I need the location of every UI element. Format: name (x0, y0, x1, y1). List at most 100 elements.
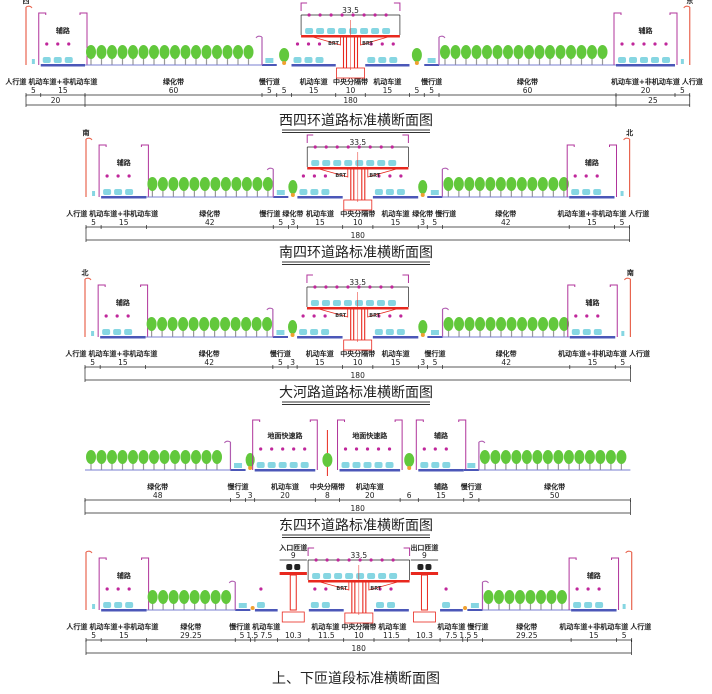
pedestrian-icon (365, 447, 370, 451)
flower-icon (282, 61, 287, 65)
lamp-head-icon (85, 550, 93, 554)
car-icon (651, 57, 659, 63)
pedestrian-icon (379, 145, 383, 149)
segment-label: 慢行道 (229, 622, 250, 631)
tree-icon (191, 45, 201, 59)
bike-icon (467, 463, 476, 468)
pedestrian-icon (380, 558, 384, 562)
tree-trunk (225, 602, 227, 610)
tree-icon (538, 317, 549, 331)
tree-trunk (237, 57, 239, 65)
pedestrian-icon (343, 447, 348, 451)
pedestrian-icon (301, 314, 305, 318)
bike-lane-surface (463, 469, 479, 471)
tree-icon (527, 317, 538, 331)
tree-icon (553, 450, 564, 464)
tree-icon (241, 317, 252, 331)
tree-trunk (475, 57, 478, 65)
tree-icon (159, 45, 170, 59)
car-icon (595, 602, 604, 608)
car-icon (299, 189, 308, 195)
tree-icon (138, 45, 149, 59)
segment-width: 15 (118, 358, 128, 367)
road-surface (569, 196, 615, 199)
car-icon (323, 573, 332, 579)
cross-section-2: 南人行道5辅路机动车道+非机动车道15绿化带42慢行道5绿化带3机动车道15中央… (66, 128, 649, 265)
tree-icon (243, 45, 254, 59)
car-icon (389, 57, 398, 63)
segment-label: 慢行道 (270, 349, 291, 358)
total-width: 180 (352, 644, 367, 653)
segment-label: 机动车道 (382, 209, 410, 218)
tree-trunk (142, 462, 145, 470)
tree-trunk (486, 57, 488, 65)
car-icon (344, 160, 353, 166)
segment-width: 15 (58, 86, 68, 95)
pedestrian-icon (67, 42, 71, 46)
tree-icon (440, 45, 450, 59)
segment-width: 10 (353, 218, 363, 227)
flower-icon (420, 333, 425, 337)
tree-trunk (174, 462, 176, 470)
segment-width: 15 (119, 631, 129, 640)
segment-label: 慢行道 (467, 622, 488, 631)
tree-icon (576, 45, 587, 59)
direction-label: 东 (686, 0, 693, 5)
segment-label: 绿化带 (199, 209, 220, 218)
car-icon (382, 28, 391, 34)
tree-icon (504, 590, 515, 604)
tree-icon (96, 45, 107, 59)
road-surface (291, 64, 336, 67)
road-name-label: 辅路 (639, 26, 654, 35)
segment-label: 绿化带 (163, 77, 184, 86)
pedestrian-icon (301, 174, 305, 178)
pedestrian-icon (336, 558, 340, 562)
car-icon (354, 300, 363, 306)
pedestrian-icon (104, 314, 108, 318)
pedestrian-icon (329, 13, 333, 17)
ramp-label: 入口匝道 (278, 543, 307, 552)
segment-buffer (418, 180, 428, 197)
bike-icon (234, 463, 243, 468)
segment-walk (622, 550, 633, 610)
car-icon (371, 28, 380, 34)
car-icon (584, 602, 593, 608)
tree-icon (559, 317, 570, 331)
segment-walk: 西 (23, 0, 35, 65)
direction-label: 北 (82, 268, 89, 277)
segment-label: 绿化带 (496, 349, 517, 358)
bridge-width: 33.5 (342, 6, 359, 15)
segment-walk (85, 550, 96, 610)
tree-trunk (205, 57, 208, 65)
tree-trunk (132, 462, 134, 470)
car-icon (442, 462, 451, 468)
tree-icon (503, 45, 513, 59)
segment-buffer (463, 606, 468, 610)
segment-label: 机动车道 (271, 482, 299, 491)
car-icon (299, 329, 308, 335)
pedestrian-icon (335, 285, 339, 289)
tree-trunk (444, 57, 446, 65)
road-bracket (568, 557, 620, 610)
segment-buffer (411, 48, 422, 65)
pedestrian-icon (358, 558, 362, 562)
car-icon (378, 573, 387, 579)
tree-icon (147, 177, 158, 191)
segment-label: 机动车道+非机动车道 (611, 77, 680, 86)
car-icon (629, 57, 637, 63)
pedestrian-icon (391, 42, 395, 46)
ramp-width: 9 (291, 551, 296, 560)
pedestrian-icon (116, 587, 120, 591)
road-surface (254, 609, 278, 612)
tree-trunk (529, 602, 532, 610)
car-icon (425, 564, 432, 570)
tree-trunk (563, 189, 565, 197)
tree-icon (157, 317, 168, 331)
road-surface (440, 609, 463, 612)
lamp-head-icon (623, 137, 630, 141)
tree-trunk (580, 57, 583, 65)
segment-label: 人行道 (66, 209, 87, 218)
bridge-truss (319, 168, 397, 178)
tree-icon (86, 45, 96, 59)
